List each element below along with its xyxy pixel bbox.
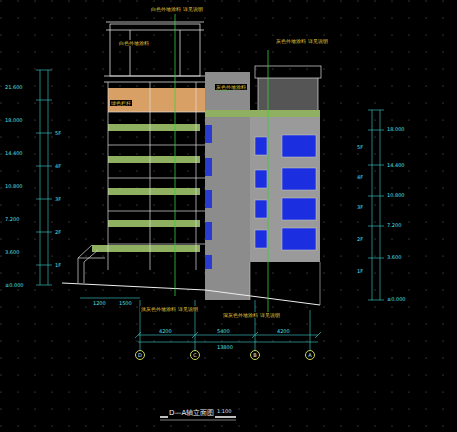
annotation-text: 1F [356, 268, 364, 274]
annotation-text: 3.600 [386, 254, 402, 260]
axis-bubble: C [190, 350, 200, 360]
annotation-text: 4F [54, 163, 62, 169]
axis-bubble: A [305, 350, 315, 360]
annotation-text: 21.600 [4, 84, 24, 90]
annotation-text: 浅灰色外墙涂料 详见说明 [140, 306, 199, 312]
annotation-text: 18.000 [4, 117, 24, 123]
axis-label: C [193, 352, 197, 358]
annotation-text: 7.200 [4, 216, 20, 222]
annotation-text: 深灰色外墙涂料 详见说明 [222, 312, 281, 318]
annotation-text: 1F [54, 262, 62, 268]
annotation-text: 灰色外墙涂料 详见说明 [275, 38, 329, 44]
annotation-text: 14.400 [386, 162, 406, 168]
axis-bubble: D [135, 350, 145, 360]
annotation-text: 3F [54, 196, 62, 202]
annotation-text: 18.000 [386, 126, 406, 132]
axis-bubble: B [250, 350, 260, 360]
annotation-text: 3F [356, 204, 364, 210]
annotation-text: 4F [356, 174, 364, 180]
annotation-text: 4200 [276, 328, 291, 334]
annotation-text: 灰色外墙涂料 [215, 84, 247, 90]
annotation-text: 5F [356, 144, 364, 150]
annotation-text: 10.800 [4, 183, 24, 189]
axis-label: B [253, 352, 256, 358]
annotation-text: 2F [356, 236, 364, 242]
annotation-text: ±0.000 [386, 296, 407, 302]
annotation-text: 14.400 [4, 150, 24, 156]
annotation-text: 7.200 [386, 222, 402, 228]
annotation-text: 4200 [158, 328, 173, 334]
annotation-text: 1500 [118, 300, 133, 306]
annotation-text: ±0.000 [4, 282, 25, 288]
drawing-title: D—A轴立面图 [168, 408, 215, 418]
annotation-text: 3.600 [4, 249, 20, 255]
annotation-text: 5400 [216, 328, 231, 334]
annotation-text: 13800 [216, 344, 234, 350]
annotation-text: 1:100 [216, 408, 232, 414]
annotation-text: 绿色栏杆 [110, 100, 132, 106]
annotation-text: 10.800 [386, 192, 406, 198]
annotation-text: 白色外墙涂料 详见说明 [150, 6, 204, 12]
annotation-text: 白色外墙涂料 [118, 40, 150, 46]
axis-label: A [308, 352, 311, 358]
axis-label: D [138, 352, 142, 358]
annotation-text: 1200 [92, 300, 107, 306]
annotation-text: 2F [54, 229, 62, 235]
annotation-text: 5F [54, 130, 62, 136]
